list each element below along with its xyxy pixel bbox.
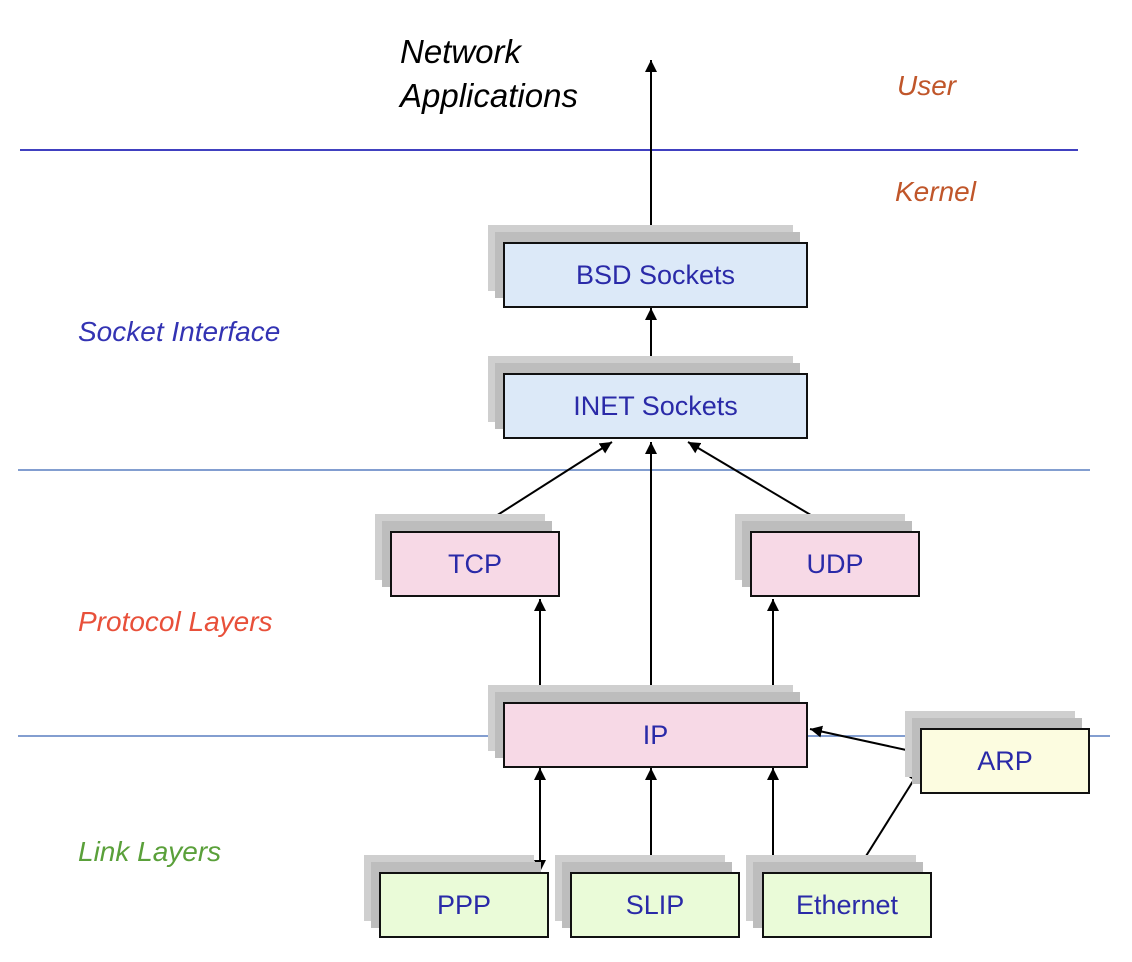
ppp-box: PPP — [379, 872, 549, 938]
ip-box: IP — [503, 702, 808, 768]
title-line1: Network — [400, 33, 522, 70]
arp-box: ARP — [920, 728, 1090, 794]
user-label: User — [897, 70, 957, 101]
arrow-ip-arp — [809, 725, 921, 757]
protocol-layers-label: Protocol Layers — [78, 606, 273, 637]
title-line2: Applications — [400, 77, 578, 114]
network-applications-title: Network Applications — [400, 30, 578, 118]
socket-interface-label: Socket Interface — [78, 316, 281, 347]
link-layers-label: Link Layers — [78, 836, 222, 867]
slip-box: SLIP — [570, 872, 740, 938]
inet-sockets-box: INET Sockets — [503, 373, 808, 439]
kernel-label: Kernel — [895, 176, 976, 207]
tcp-box: TCP — [390, 531, 560, 597]
udp-box: UDP — [750, 531, 920, 597]
bsd-sockets-box: BSD Sockets — [503, 242, 808, 308]
ethernet-box: Ethernet — [762, 872, 932, 938]
